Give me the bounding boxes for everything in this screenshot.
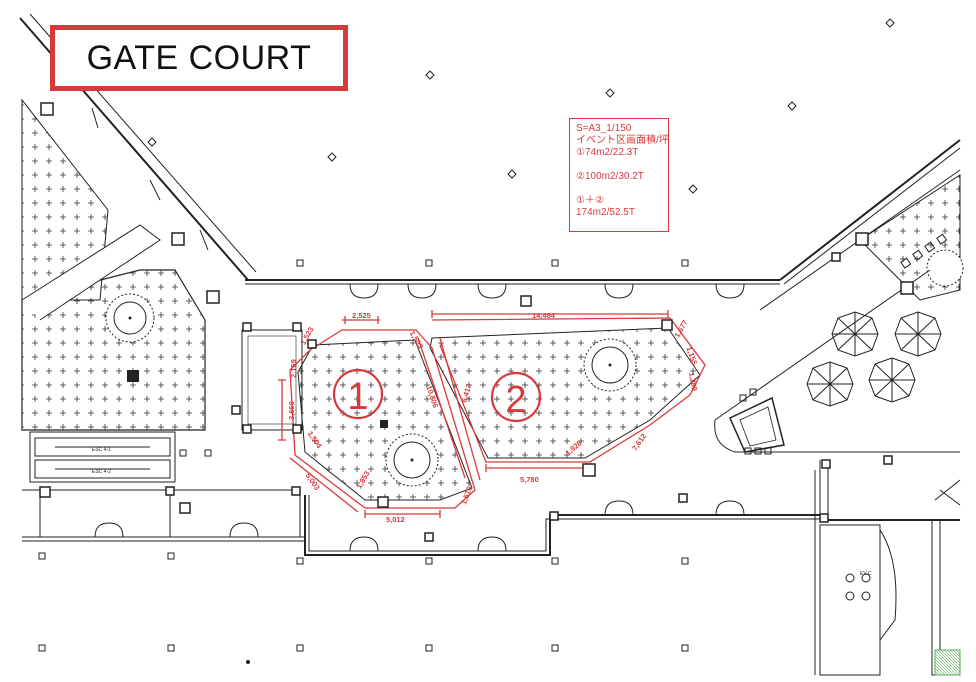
left-planted-block bbox=[21, 269, 206, 431]
kiosk-triangle bbox=[729, 396, 785, 453]
dim-top1: 2,525 bbox=[352, 311, 371, 320]
area-sum-value: 174m2/52.5T bbox=[576, 207, 635, 218]
area-note-box: S=A3_1/150 イベント区画面積/坪 ①74m2/22.3T ②100m2… bbox=[569, 118, 669, 232]
dim-right-mid: 1,289 bbox=[687, 372, 699, 392]
dim-bottom2: 5,780 bbox=[520, 475, 539, 484]
point-marker bbox=[246, 660, 250, 664]
dim-left-bottom: 5,003 bbox=[304, 471, 322, 492]
title-box: GATE COURT bbox=[50, 25, 348, 91]
escalator-lower-label: ESC 4-2 bbox=[92, 469, 111, 475]
area-1-value: ①74m2/22.3T bbox=[576, 147, 639, 158]
zone-2-marker: 2 bbox=[490, 371, 542, 423]
left-diagonal-walkway bbox=[21, 224, 161, 321]
area-2-value: ②100m2/30.2T bbox=[576, 171, 644, 182]
column-markers bbox=[39, 102, 914, 542]
top-wall bbox=[245, 279, 780, 299]
zone-2-number: 2 bbox=[505, 379, 526, 421]
area-sum-label: ①＋② bbox=[576, 195, 604, 206]
right-diagonal-squares bbox=[739, 233, 948, 455]
event-zone-outlines bbox=[278, 310, 706, 518]
grid-points bbox=[38, 259, 689, 652]
dim-right-top: 1,677 bbox=[672, 318, 689, 339]
zone-center-marker bbox=[380, 420, 388, 428]
zone-tree-icon bbox=[385, 338, 637, 487]
zone-1-number: 1 bbox=[347, 376, 368, 418]
column-marker bbox=[127, 370, 139, 382]
page-title: GATE COURT bbox=[86, 38, 312, 77]
zone-1-marker: 1 bbox=[332, 368, 384, 420]
right-diagonal-boundary bbox=[714, 269, 931, 421]
bottom-walls bbox=[22, 460, 829, 556]
dim-top2: 14,484 bbox=[532, 311, 556, 320]
dim-left-mid: 3,660 bbox=[287, 401, 296, 420]
right-tree-icon bbox=[926, 249, 964, 287]
escalator-upper-label: ESC 4-1 bbox=[92, 447, 111, 453]
dim-bottom1: 5,012 bbox=[386, 515, 405, 524]
area-heading: イベント区画面積/坪 bbox=[576, 135, 669, 146]
dim-left-upper2: 2,159 bbox=[289, 359, 298, 378]
escalator-block bbox=[29, 431, 176, 483]
elevator-label: EV-C bbox=[860, 571, 872, 577]
diamond-markers bbox=[147, 18, 895, 194]
elevator-area bbox=[814, 470, 960, 676]
green-hatch-area bbox=[934, 649, 961, 676]
left-tree-icon bbox=[105, 293, 155, 343]
scale-note: S=A3_1/150 bbox=[576, 123, 632, 134]
umbrella-table-icon bbox=[806, 311, 942, 407]
